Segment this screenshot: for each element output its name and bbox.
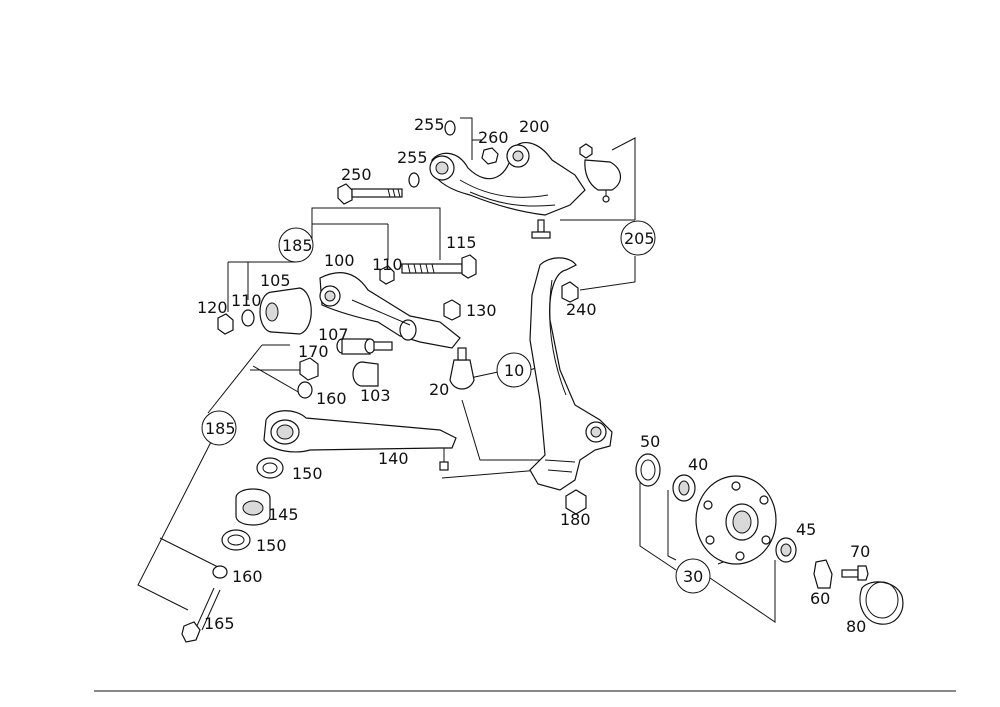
label-20: 20 [429, 380, 449, 399]
clamp-nut-60 [813, 559, 833, 589]
label-30: 30 [683, 567, 703, 586]
label-107: 107 [318, 325, 349, 344]
washer-160-lower [212, 565, 228, 579]
washer-255-mid [408, 172, 420, 188]
label-103: 103 [360, 386, 391, 405]
washer-110-left [241, 309, 255, 327]
label-180: 180 [560, 510, 591, 529]
bushing-105 [259, 287, 312, 335]
label-145: 145 [268, 505, 299, 524]
label-100: 100 [324, 251, 355, 270]
bush-150-upper [256, 457, 284, 479]
callout-185-bottom [201, 410, 237, 446]
label-170: 170 [298, 342, 329, 361]
washer-160-upper [297, 381, 313, 399]
label-130: 130 [466, 301, 497, 320]
steering-knuckle [529, 257, 613, 491]
label-110-left: 110 [231, 291, 262, 310]
label-45: 45 [796, 520, 816, 539]
stack-parts [181, 457, 284, 643]
lower-control-arm [319, 272, 461, 349]
label-160-upper: 160 [316, 389, 347, 408]
label-160-lower: 160 [232, 567, 263, 586]
label-185-top: 185 [282, 236, 313, 255]
bearing-45 [775, 537, 797, 563]
screw-70 [841, 565, 869, 581]
label-260: 260 [478, 128, 509, 147]
nut-170 [299, 357, 319, 381]
nut-120 [217, 313, 234, 335]
label-255-mid: 255 [397, 148, 428, 167]
label-120: 120 [197, 298, 228, 317]
ball-joint-20 [449, 347, 475, 390]
label-185-bottom: 185 [205, 419, 236, 438]
bolt-115 [401, 254, 477, 279]
label-105: 105 [260, 271, 291, 290]
label-205: 205 [624, 229, 655, 248]
bushing-107 [336, 338, 393, 355]
nut-110-top [379, 265, 395, 285]
label-165: 165 [204, 614, 235, 633]
bush-150-lower [221, 529, 251, 551]
nut-260 [481, 147, 499, 165]
nut-180 [565, 489, 587, 515]
callout-30 [675, 558, 711, 594]
nut-130 [443, 299, 461, 321]
tension-strut-140 [263, 410, 457, 471]
label-80: 80 [846, 617, 866, 636]
nut-240 [561, 281, 579, 303]
label-200: 200 [519, 117, 550, 136]
label-115: 115 [446, 233, 477, 252]
bearing-40 [672, 474, 696, 502]
callout-185-top [278, 227, 314, 263]
upper-control-arm [429, 142, 586, 216]
dust-cap-80 [859, 581, 904, 625]
part-labels: 255 260 200 250 255 185 115 100 110 105 … [197, 115, 870, 636]
bolt-165 [181, 587, 221, 643]
label-10: 10 [504, 361, 524, 380]
label-60: 60 [810, 589, 830, 608]
wheel-hub [695, 475, 777, 565]
label-110-top: 110 [372, 255, 403, 274]
bearing-50 [635, 453, 661, 487]
bushing-103 [352, 361, 379, 387]
label-240: 240 [566, 300, 597, 319]
label-140: 140 [378, 449, 409, 468]
label-150-upper: 150 [292, 464, 323, 483]
label-40: 40 [688, 455, 708, 474]
upper-ball-joint [579, 143, 621, 203]
label-150-lower: 150 [256, 536, 287, 555]
label-255-top: 255 [414, 115, 445, 134]
bolt-250 [337, 183, 403, 205]
label-70: 70 [850, 542, 870, 561]
screw-below-upper-arm [531, 219, 551, 239]
label-50: 50 [640, 432, 660, 451]
washer-255-top [444, 120, 456, 136]
callout-205 [620, 220, 656, 256]
callout-10 [496, 352, 532, 388]
label-250: 250 [341, 165, 372, 184]
